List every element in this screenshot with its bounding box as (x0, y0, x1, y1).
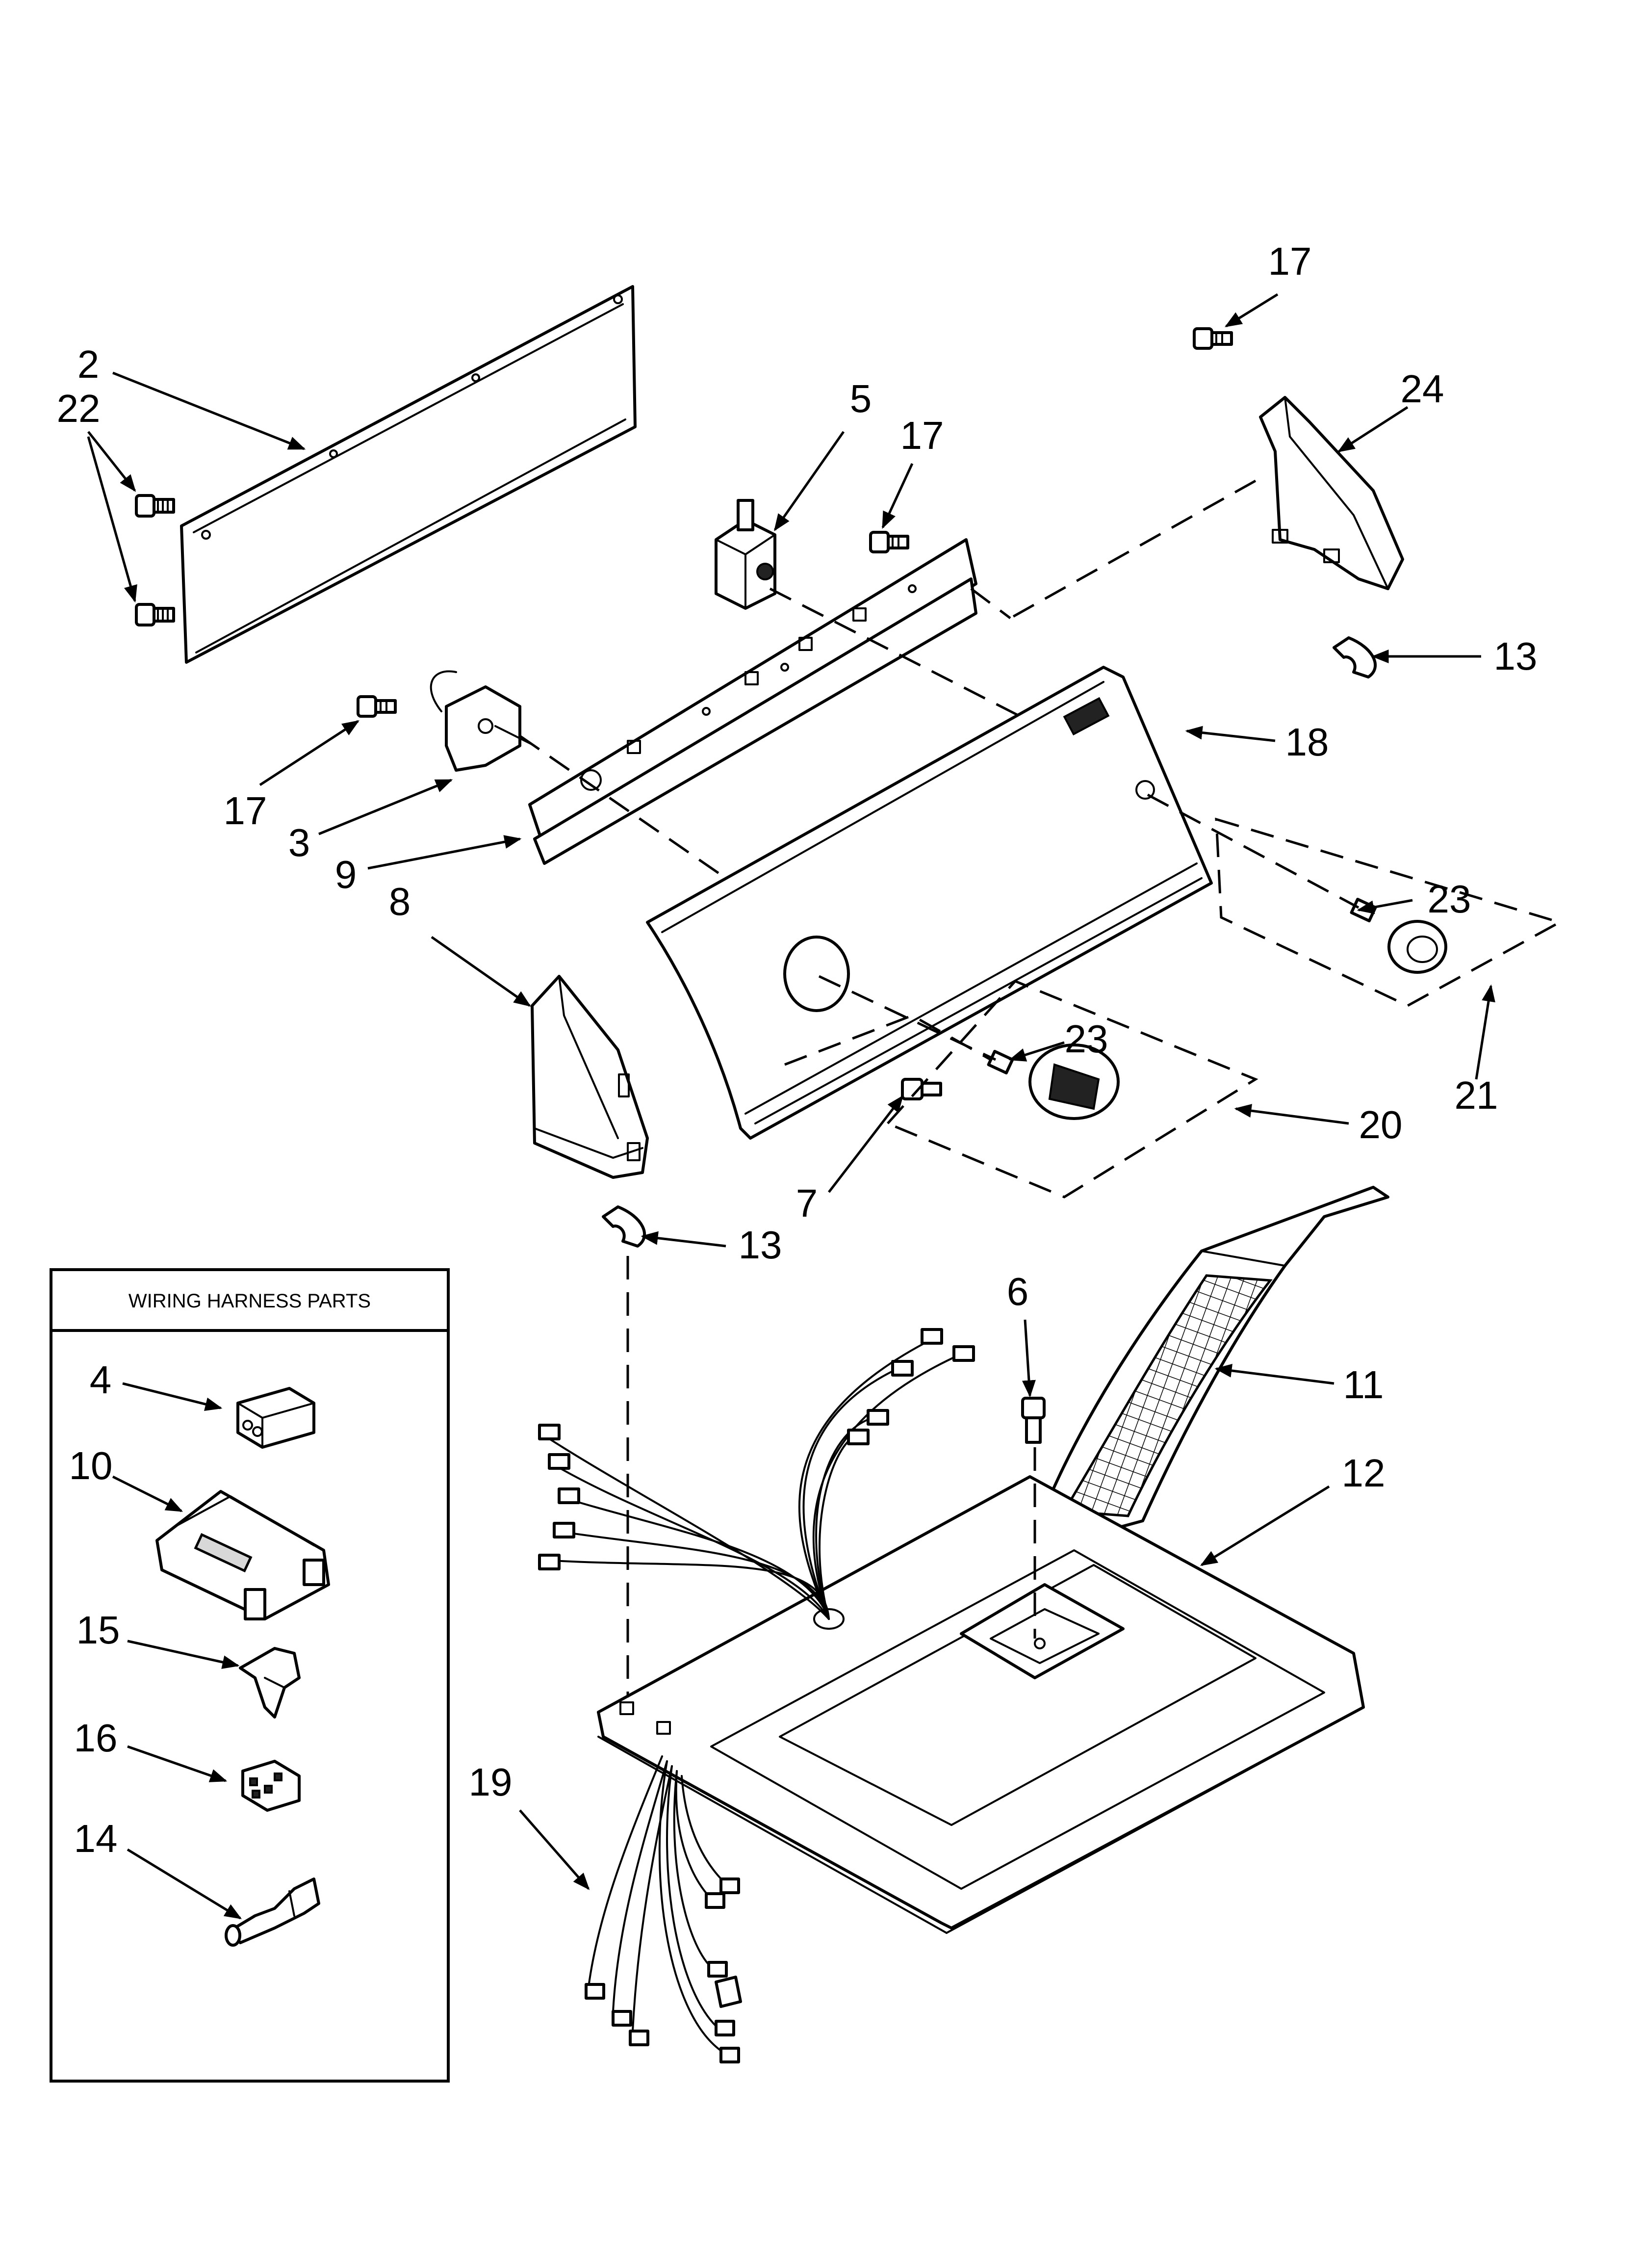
callout-10: 10 (69, 1444, 113, 1487)
lint-screen-part-11 (1038, 1186, 1389, 1537)
callout-6: 6 (1007, 1270, 1029, 1313)
end-cap-part-8 (531, 975, 649, 1179)
rear-panel-part-2 (180, 285, 637, 664)
connector-part-10 (155, 1490, 330, 1620)
callout-24: 24 (1401, 367, 1444, 411)
timer-part-3 (430, 670, 536, 772)
callout-16: 16 (74, 1716, 118, 1760)
connector-part-16 (241, 1760, 301, 1812)
leader-arrows (87, 293, 1495, 1920)
knob-part-21 (1350, 897, 1447, 974)
callout-15: 15 (77, 1608, 120, 1652)
callout-9: 9 (335, 853, 357, 896)
callout-13a: 13 (1494, 634, 1538, 678)
callout-17a: 17 (900, 414, 944, 457)
terminal-part-14 (225, 1877, 320, 1947)
callout-23a: 23 (1428, 877, 1471, 921)
callout-17c: 17 (1268, 239, 1312, 283)
switch-part-5 (715, 499, 776, 610)
knob-part-20 (987, 1043, 1120, 1120)
callout-13b: 13 (739, 1223, 782, 1267)
screw-part-22b (135, 603, 175, 626)
callout-14: 14 (74, 1817, 118, 1860)
console-part-18 (646, 666, 1213, 1140)
callout-21: 21 (1455, 1073, 1498, 1117)
callout-12: 12 (1342, 1451, 1385, 1495)
control-bracket-part-9 (528, 538, 977, 865)
callout-5: 5 (850, 377, 872, 420)
callout-3: 3 (288, 821, 310, 864)
screw-part-17a (869, 531, 909, 553)
screw-part-6 (1021, 1397, 1046, 1444)
screw-part-17b (357, 695, 397, 718)
clip-part-15 (239, 1647, 301, 1719)
callout-2: 2 (77, 342, 100, 386)
callout-22: 22 (57, 387, 101, 430)
callout-18: 18 (1285, 720, 1329, 764)
callout-17b: 17 (224, 789, 267, 833)
screw-part-7 (901, 1078, 942, 1100)
callout-19: 19 (469, 1760, 513, 1804)
harness-part-19 (585, 1755, 742, 2063)
harness-upper-wires (538, 1328, 975, 1630)
top-panel-part-12 (597, 1475, 1365, 1934)
screw-part-17c (1193, 327, 1233, 350)
wiring-harness-box: WIRING HARNESS PARTS (50, 1268, 450, 2083)
clip-part-13b (602, 1205, 646, 1248)
wiring-box-title: WIRING HARNESS PARTS (128, 1290, 371, 1312)
callout-7: 7 (796, 1181, 818, 1225)
callout-23b: 23 (1065, 1017, 1108, 1061)
callout-11: 11 (1343, 1363, 1384, 1407)
clip-part-13a (1333, 636, 1377, 678)
callout-4: 4 (90, 1358, 112, 1402)
dashed-guide-lines (519, 479, 1563, 1697)
connector-part-4 (236, 1387, 315, 1449)
end-cap-part-24 (1259, 396, 1404, 590)
screw-part-22a (135, 494, 175, 518)
callout-labels: 2 22 5 17 17 24 13 18 17 3 9 8 23 21 23 … (57, 239, 1538, 1860)
callout-20: 20 (1359, 1103, 1403, 1147)
callout-8: 8 (389, 880, 411, 923)
